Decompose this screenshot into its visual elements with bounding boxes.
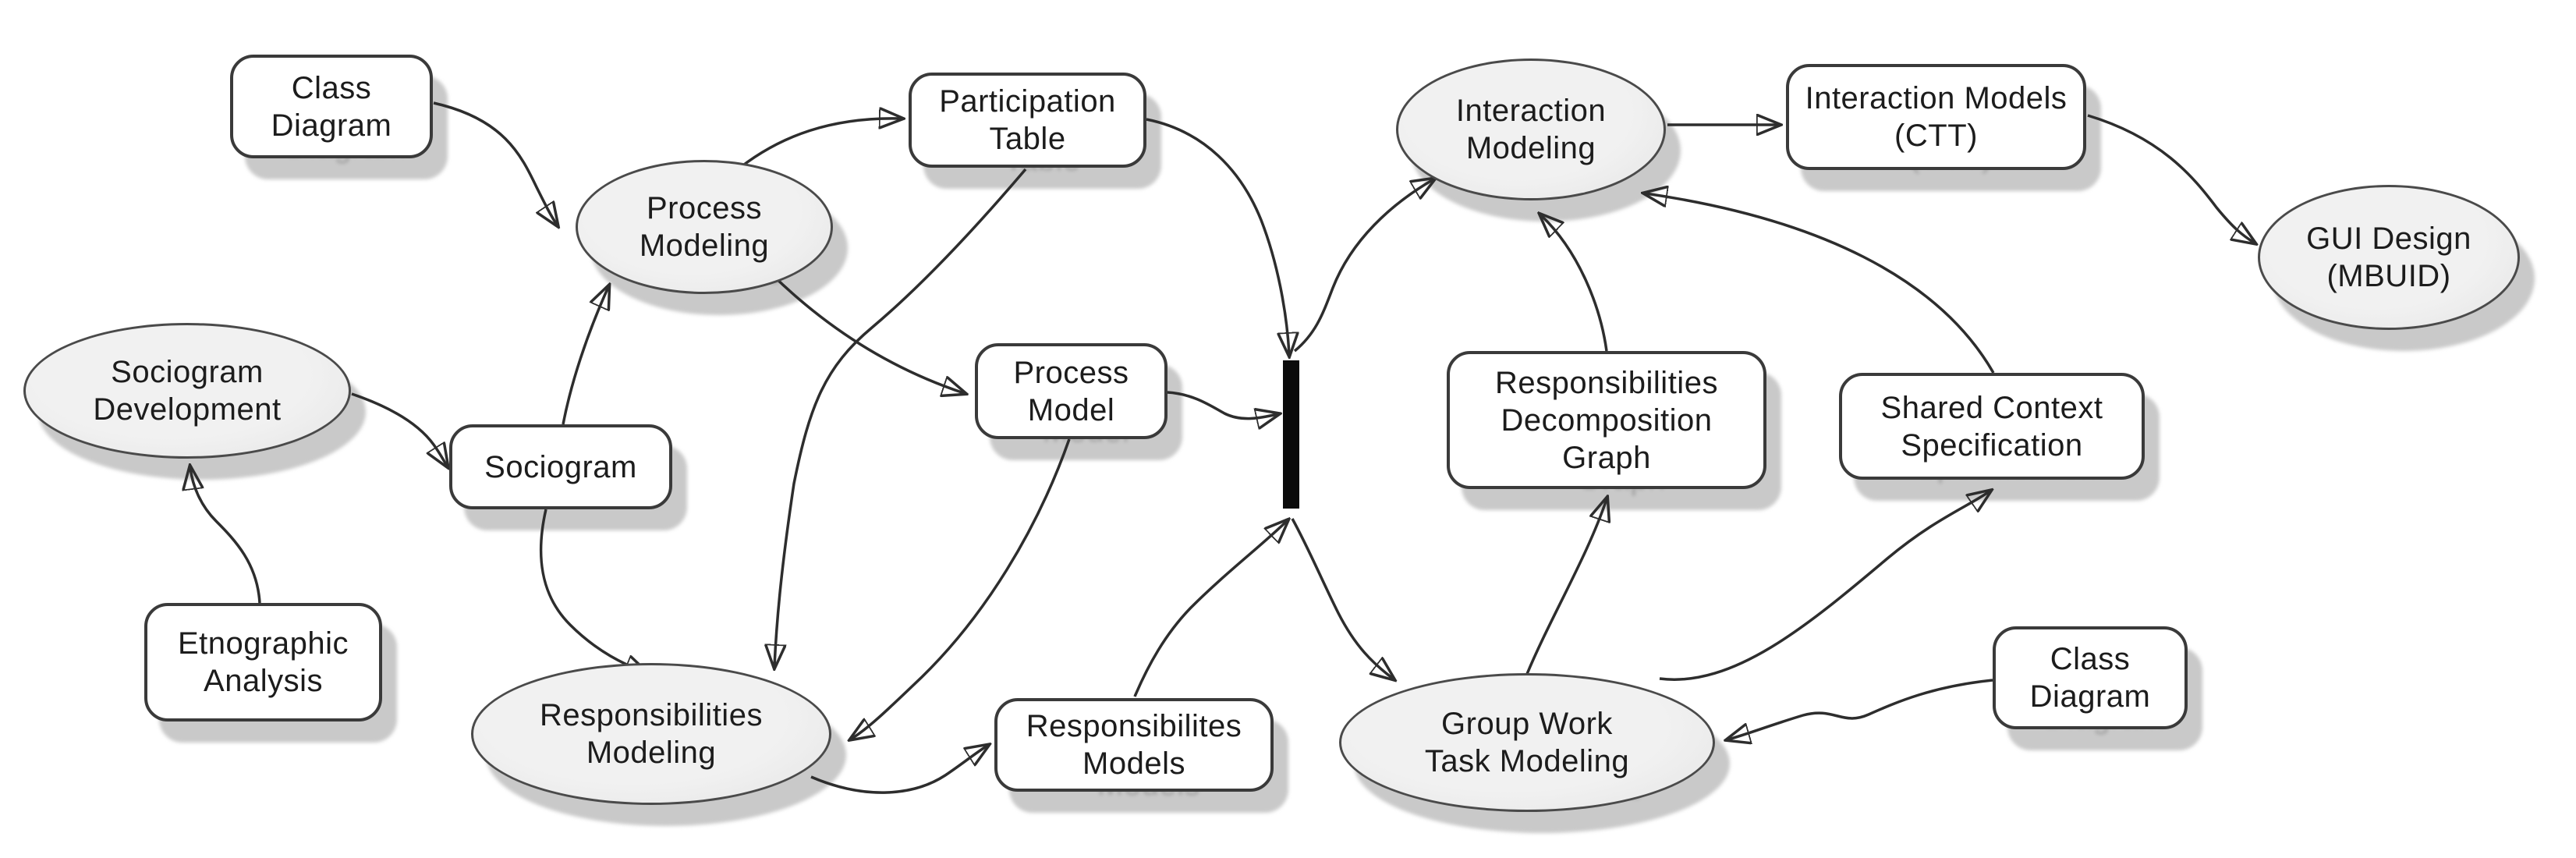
node-responsibilities-decomposition-graph: Responsibilities Decomposition Graph Res… — [1447, 351, 1781, 510]
edge-sociogram-development-to-sociogram — [351, 392, 447, 466]
node-label: Responsibilites Models — [994, 698, 1274, 792]
node-label: GUI Design (MBUID) — [2258, 185, 2520, 330]
node-label: Interaction Models (CTT) — [1786, 64, 2086, 170]
edge-responsibilities-modeling-to-responsibilites-models — [810, 746, 987, 794]
node-label: Process Model — [975, 343, 1168, 439]
node-label: Group Work Task Modeling — [1339, 673, 1715, 812]
node-label: Shared Context Specification — [1839, 373, 2145, 480]
edge-process-model-to-responsibilities-modeling — [852, 438, 1071, 739]
edge-class-diagram1-to-process-modeling — [433, 101, 557, 225]
node-class-diagram-1: Class Diagram Class Diagram — [230, 55, 448, 179]
node-label: Responsibilities Decomposition Graph — [1447, 351, 1766, 489]
edge-participation-table-to-sync-bar — [1146, 118, 1289, 354]
node-label: Process Modeling — [576, 160, 833, 294]
node-label: Class Diagram — [1993, 626, 2188, 729]
edge-sync-bar-to-group-work-task-modeling — [1291, 518, 1393, 679]
node-gui-design-mbuid: GUI Design (MBUID) GUI Design (MBUID) — [2258, 185, 2535, 351]
node-interaction-modeling: Interaction Modeling Interaction Modelin… — [1396, 58, 1681, 222]
node-class-diagram-2: Class Diagram Class Diagram — [1993, 626, 2202, 750]
edge-group-work-to-shared-context-specification — [1659, 491, 1990, 681]
node-label: Sociogram — [449, 424, 672, 509]
node-shared-context-specification: Shared Context Specification Shared Cont… — [1839, 373, 2160, 501]
edge-responsibilites-models-to-sync-bar — [1133, 521, 1287, 697]
node-sociogram: Sociogram Sociogram — [449, 424, 687, 530]
edge-sociogram-to-process-modeling — [562, 287, 608, 425]
edge-sync-bar-to-interaction-modeling — [1293, 179, 1433, 353]
node-responsibilites-models: Responsibilites Models Responsibilites M… — [994, 698, 1288, 813]
node-label: Class Diagram — [230, 55, 433, 158]
edge-process-modeling-to-process-model — [771, 273, 964, 393]
edge-sociogram-to-responsibilities-modeling — [539, 509, 647, 673]
node-label: Responsibilities Modeling — [471, 663, 831, 805]
node-participation-table: Participation Table Participation Table — [909, 73, 1161, 189]
node-label: Participation Table — [909, 73, 1146, 168]
node-group-work-task-modeling: Group Work Task Modeling Group Work Task… — [1339, 673, 1730, 833]
edge-process-model-to-sync-bar — [1167, 391, 1277, 419]
node-etnographic-analysis: Etnographic Analysis Etnographic Analysi… — [144, 603, 397, 743]
edge-shared-context-specification-to-interaction-modeling — [1646, 193, 1995, 374]
edge-group-work-to-responsibilities-decomposition-graph — [1525, 499, 1607, 675]
edge-class-diagram2-to-group-work — [1728, 679, 1993, 739]
edge-process-modeling-to-participation-table — [732, 119, 901, 175]
edge-responsibilities-decomposition-graph-to-interaction-modeling — [1541, 215, 1608, 352]
edge-interaction-models-ctt-to-gui-design — [2087, 114, 2254, 243]
edge-etnographic-analysis-to-sociogram-development — [190, 468, 261, 604]
node-sociogram-development: Sociogram Development Sociogram Developm… — [23, 323, 366, 480]
node-responsibilities-modeling: Responsibilities Modeling Responsibiliti… — [471, 663, 846, 826]
node-label: Interaction Modeling — [1396, 58, 1666, 200]
node-process-modeling: Process Modeling Process Modeling — [576, 160, 848, 315]
edge-participation-table-to-responsibilities-modeling — [774, 168, 1027, 666]
node-process-model: Process Model Process Model — [975, 343, 1182, 460]
node-label: Etnographic Analysis — [144, 603, 382, 722]
node-label: Sociogram Development — [23, 323, 351, 459]
synchronization-bar — [1283, 360, 1299, 509]
node-interaction-models-ctt: Interaction Models (CTT) Interaction Mod… — [1786, 64, 2101, 191]
